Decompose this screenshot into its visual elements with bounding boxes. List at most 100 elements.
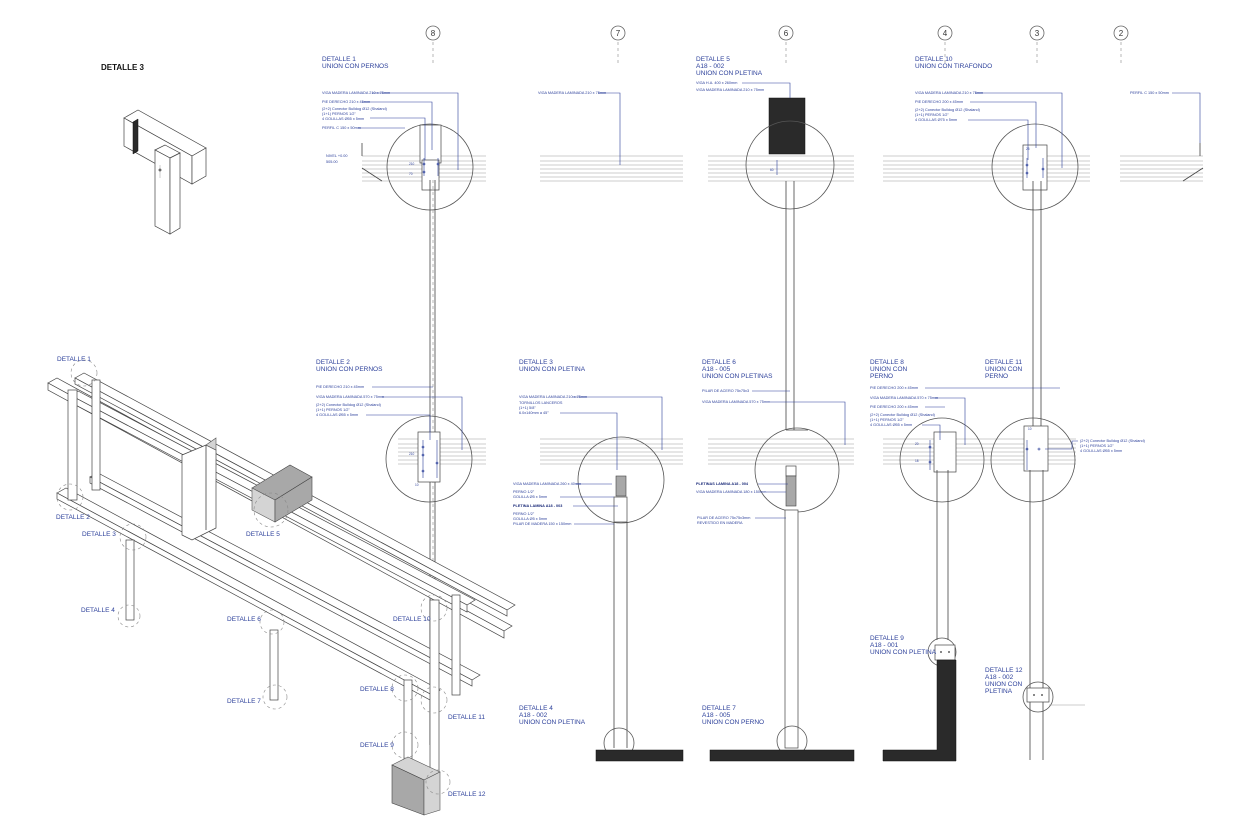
dim-text: 210 bbox=[409, 162, 415, 166]
note: 4 GOLILLAS Ø55 x 5mm bbox=[316, 413, 358, 417]
grid-bubble-7: 7 bbox=[610, 25, 626, 41]
dim-text: 20 bbox=[915, 442, 919, 446]
detail-12-title: DETALLE 12 bbox=[985, 667, 1023, 674]
note: (1+1) PERNOS 1/2" bbox=[322, 112, 356, 116]
detail-7-top: VIGA MADERA LAMINADA 210 x 75mm bbox=[538, 91, 621, 165]
detail-8: 20 18 DETALLE 8 UNION CON PERNO PIE DERE… bbox=[870, 359, 1060, 762]
note: PILAR DE MADERA 150 x 150mm bbox=[513, 522, 571, 526]
detail-6: DETALLE 6 A18 - 005 UNION CON PLETINAS P… bbox=[696, 359, 855, 762]
note: PIE DERECHO 200 x 45mm bbox=[870, 405, 918, 409]
note: PIE DERECHO 200 x 45mm bbox=[870, 386, 918, 390]
dim-text: 210 bbox=[409, 452, 415, 456]
detail-7-subtitle: UNION CON PERNO bbox=[702, 719, 764, 726]
detail-2-callout-circle bbox=[385, 415, 473, 503]
iso-label: DETALLE 12 bbox=[448, 791, 486, 798]
note: VIGA H.A. 400 x 260mm bbox=[696, 81, 737, 85]
note: VIGA MADERA LAMINADA 570 x 75mm bbox=[316, 395, 384, 399]
grid-axes: 8 7 6 4 3 2 bbox=[425, 25, 1129, 66]
note: VIGA MADERA LAMINADA 210 x 75mm bbox=[322, 91, 390, 95]
note: (1+1) PERNOS 1/2" bbox=[316, 408, 350, 412]
dim-text: 10 bbox=[415, 483, 419, 487]
note: TORNILLOS LANCEROS bbox=[519, 401, 563, 405]
detail-9-subtitle: UNION CON PLETINA bbox=[870, 649, 937, 656]
detail-1-title: DETALLE 1 bbox=[322, 56, 356, 63]
detail-6-subtitle: UNION CON PLETINAS bbox=[702, 373, 773, 380]
grid-bubble-2: 2 bbox=[1113, 25, 1129, 41]
dim-text: 18 bbox=[915, 459, 919, 463]
grid-label: 4 bbox=[943, 29, 948, 38]
detail-6-code: A18 - 005 bbox=[702, 366, 731, 373]
dim-text: 10 bbox=[1028, 427, 1032, 431]
note: (2+2) Conector Bulldog Ø12 (Shaland) bbox=[915, 108, 981, 112]
detail-7-title: DETALLE 7 bbox=[702, 705, 736, 712]
note: 4 GOLILLAS Ø55 x 5mm bbox=[1080, 449, 1122, 453]
note-bold: PLETINA LAMINA A18 - 003 bbox=[513, 504, 562, 508]
detail-8-subtitle-2: PERNO bbox=[870, 373, 893, 380]
detail-4-subtitle: UNION CON PLETINA bbox=[519, 719, 586, 726]
detail-11: 10 DETALLE 11 UNION CON PERNO (2+2) Cone… bbox=[985, 359, 1146, 760]
middle-beam-lines bbox=[398, 438, 1076, 465]
detail-9-code: A18 - 001 bbox=[870, 642, 899, 649]
detail-10-subtitle: UNION CON TIRAFONDO bbox=[915, 63, 992, 70]
foundation bbox=[595, 749, 684, 762]
detail-2-title: DETALLE 2 bbox=[316, 359, 350, 366]
note: VIGA MADERA LAMINADA 210 x 75mm bbox=[519, 395, 587, 399]
detail-8-title: DETALLE 8 bbox=[870, 359, 904, 366]
foundation bbox=[709, 749, 855, 762]
iso-label: DETALLE 8 bbox=[360, 686, 394, 693]
note: (2+2) Conector Bulldog Ø12 (Shaland) bbox=[870, 413, 936, 417]
iso-label: DETALLE 11 bbox=[448, 714, 485, 721]
note: GOLILLA Ø5 x 5mm bbox=[513, 495, 547, 499]
iso-label: DETALLE 4 bbox=[81, 607, 115, 614]
iso-label: DETALLE 6 bbox=[227, 616, 261, 623]
detail-5: 60 DETALLE 5 A18 - 002 UNION CON PLETINA… bbox=[696, 56, 835, 430]
note: (2+2) Conector Bulldog Ø12 (Shaland) bbox=[322, 107, 388, 111]
detail-11-title: DETALLE 11 bbox=[985, 359, 1022, 366]
detail-10: 25 DETALLE 10 UNION CON TIRAFONDO VIGA M… bbox=[915, 56, 1079, 430]
detail-5-title: DETALLE 5 bbox=[696, 56, 730, 63]
note: VIGA MADERA LAMINADA 210 x 75mm bbox=[696, 88, 764, 92]
iso-label: DETALLE 5 bbox=[246, 531, 280, 538]
detail-5-callout-circle bbox=[745, 120, 835, 210]
note: (2+2) Conector Bulldog Ø12 (Shaland) bbox=[316, 403, 382, 407]
steel-angle bbox=[882, 659, 957, 762]
note: 4 GOLILLAS Ø75 x 5mm bbox=[915, 118, 957, 122]
note: PERNO 1/2" bbox=[513, 512, 535, 516]
note: VIGA MADERA LAMINADA 210 x 75mm bbox=[538, 91, 606, 95]
detail-12-callout-circle bbox=[1022, 681, 1054, 713]
level-marker: NIVEL +0.00 bbox=[326, 154, 348, 158]
iso-label: DETALLE 7 bbox=[227, 698, 261, 705]
detail-10-title: DETALLE 10 bbox=[915, 56, 953, 63]
grid-bubble-6: 6 bbox=[778, 25, 794, 41]
note: VIGA MADERA LAMINADA 260 x 40mm bbox=[513, 482, 581, 486]
note: PIE DERECHO 210 x 45mm bbox=[316, 385, 364, 389]
detail-2-top: PERFIL C 150 x 50mm bbox=[1130, 91, 1201, 143]
detail-4-title: DETALLE 4 bbox=[519, 705, 553, 712]
dim-text: 70 bbox=[409, 172, 413, 176]
note: 6.0x140mm a 45° bbox=[519, 411, 549, 415]
note: PIE DERECHO 200 x 45mm bbox=[915, 100, 963, 104]
note: VIGA MADERA LAMINADA 210 x 75mm bbox=[915, 91, 983, 95]
detail-3: DETALLE 3 UNION CON PLETINA VIGA MADERA … bbox=[513, 359, 684, 762]
sheet-header: DETALLE 3 bbox=[101, 63, 145, 72]
iso-label: DETALLE 9 bbox=[360, 742, 394, 749]
detail-6-title: DETALLE 6 bbox=[702, 359, 736, 366]
note: VIGA MADERA LAMINADA 570 x 75mm bbox=[702, 400, 770, 404]
grid-bubble-4: 4 bbox=[937, 25, 953, 41]
detail-8-callout-circle bbox=[899, 417, 985, 503]
note: GOLILLA Ø5 x 5mm bbox=[513, 517, 547, 521]
note: (1+1) PERNOS 1/2" bbox=[870, 418, 904, 422]
note: REVESTIDO EN MADERA bbox=[697, 521, 743, 525]
detail-8-subtitle: UNION CON bbox=[870, 366, 908, 373]
concrete-beam bbox=[768, 97, 806, 155]
detail-11-subtitle-2: PERNO bbox=[985, 373, 1008, 380]
detail-2-subtitle: UNION CON PERNOS bbox=[316, 366, 383, 373]
level-marker: 505.00 bbox=[326, 160, 338, 164]
detail-2: 210 10 DETALLE 2 UNION CON PERNOS PIE DE… bbox=[316, 359, 473, 503]
detail-5-subtitle: UNION CON PLETINA bbox=[696, 70, 763, 77]
detail-6-callout-circle bbox=[754, 427, 840, 513]
iso-detail-3-small bbox=[123, 109, 207, 235]
grid-bubble-8: 8 bbox=[425, 25, 441, 41]
note: VIGA MADERA LAMINADA 180 x 150mm bbox=[696, 490, 766, 494]
